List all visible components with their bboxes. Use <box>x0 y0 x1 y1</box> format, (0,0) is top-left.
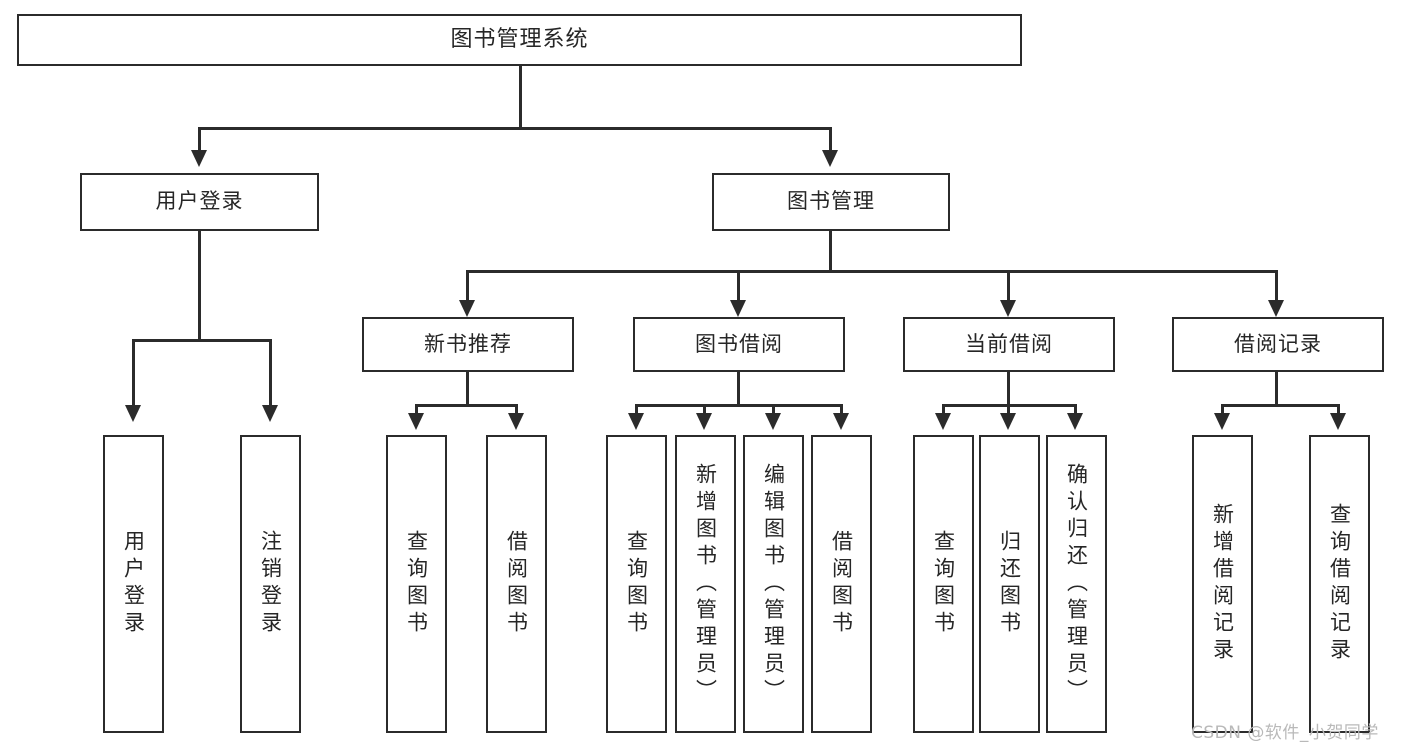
connector-nbr-drop-2 <box>515 404 518 416</box>
connector-cb-stem <box>1007 372 1010 407</box>
connector-bm-drop-2 <box>737 270 740 302</box>
leaf-label: 查询图书 <box>404 530 429 638</box>
arrow-bb-leaf-3 <box>765 413 781 430</box>
leaf-user-login[interactable]: 用户登录 <box>103 435 164 733</box>
arrow-user-login-leaf-2 <box>262 405 278 422</box>
connector-user-login-drop-2 <box>269 339 272 407</box>
leaf-label: 新增图书（管理员） <box>693 462 718 706</box>
leaf-nbr-query-book[interactable]: 查询图书 <box>386 435 447 733</box>
arrow-bb-leaf-2 <box>696 413 712 430</box>
arrow-bm-to-borrow-record <box>1268 300 1284 317</box>
leaf-label: 用户登录 <box>121 530 146 638</box>
connector-bm-drop-4 <box>1275 270 1278 302</box>
node-label: 用户登录 <box>155 189 244 214</box>
leaf-label: 查询借阅记录 <box>1327 503 1352 665</box>
arrow-root-to-user-login <box>191 150 207 167</box>
connector-bm-drop-1 <box>466 270 469 302</box>
leaf-label: 编辑图书（管理员） <box>761 462 786 706</box>
leaf-bb-edit-book-admin[interactable]: 编辑图书（管理员） <box>743 435 804 733</box>
csdn-watermark: CSDN @软件_小贺同学 <box>1191 723 1379 743</box>
arrow-cb-leaf-3 <box>1067 413 1083 430</box>
connector-root-stem <box>519 66 522 129</box>
connector-root-to-book-management <box>829 127 832 152</box>
leaf-label: 注销登录 <box>258 530 283 638</box>
arrow-cb-leaf-2 <box>1000 413 1016 430</box>
node-label: 图书管理系统 <box>450 26 589 52</box>
leaf-cb-confirm-return-admin[interactable]: 确认归还（管理员） <box>1046 435 1107 733</box>
leaf-br-add-record[interactable]: 新增借阅记录 <box>1192 435 1253 733</box>
arrow-bb-leaf-1 <box>628 413 644 430</box>
leaf-label: 归还图书 <box>997 530 1022 638</box>
arrow-user-login-leaf-1 <box>125 405 141 422</box>
connector-user-login-bus <box>132 339 272 342</box>
leaf-label: 查询图书 <box>624 530 649 638</box>
connector-root-bus <box>198 127 832 130</box>
leaf-bb-borrow-book[interactable]: 借阅图书 <box>811 435 872 733</box>
node-label: 新书推荐 <box>424 331 512 356</box>
arrow-br-leaf-2 <box>1330 413 1346 430</box>
leaf-cb-query-book[interactable]: 查询图书 <box>913 435 974 733</box>
node-new-book-recommend[interactable]: 新书推荐 <box>362 317 574 372</box>
node-book-management[interactable]: 图书管理 <box>712 173 950 231</box>
node-book-borrow[interactable]: 图书借阅 <box>633 317 845 372</box>
leaf-br-query-record[interactable]: 查询借阅记录 <box>1309 435 1370 733</box>
node-label: 图书借阅 <box>695 331 783 356</box>
connector-nbr-stem <box>466 372 469 407</box>
leaf-label: 新增借阅记录 <box>1210 503 1235 665</box>
arrow-nbr-leaf-2 <box>508 413 524 430</box>
connector-br-drop-2 <box>1337 404 1340 416</box>
leaf-label: 借阅图书 <box>829 530 854 638</box>
connector-bm-drop-3 <box>1007 270 1010 302</box>
arrow-root-to-book-management <box>822 150 838 167</box>
arrow-nbr-leaf-1 <box>408 413 424 430</box>
connector-book-management-stem <box>829 231 832 273</box>
node-root-book-management-system[interactable]: 图书管理系统 <box>17 14 1022 66</box>
connector-br-stem <box>1275 372 1278 407</box>
connector-bb-stem <box>737 372 740 407</box>
arrow-bm-to-current-borrow <box>1000 300 1016 317</box>
connector-book-management-bus <box>466 270 1278 273</box>
arrow-br-leaf-1 <box>1214 413 1230 430</box>
node-label: 图书管理 <box>787 189 875 214</box>
connector-br-bus <box>1221 404 1340 407</box>
node-label: 当前借阅 <box>965 331 1053 356</box>
node-current-borrow[interactable]: 当前借阅 <box>903 317 1115 372</box>
connector-nbr-bus <box>415 404 518 407</box>
node-borrow-record[interactable]: 借阅记录 <box>1172 317 1384 372</box>
connector-bb-drop-3 <box>772 404 775 416</box>
connector-cb-drop-1 <box>942 404 945 416</box>
arrow-bb-leaf-4 <box>833 413 849 430</box>
leaf-logout[interactable]: 注销登录 <box>240 435 301 733</box>
connector-user-login-drop-1 <box>132 339 135 407</box>
leaf-cb-return-book[interactable]: 归还图书 <box>979 435 1040 733</box>
leaf-label: 确认归还（管理员） <box>1064 462 1089 706</box>
connector-cb-drop-2 <box>1007 404 1010 416</box>
leaf-bb-query-book[interactable]: 查询图书 <box>606 435 667 733</box>
arrow-bm-to-book-borrow <box>730 300 746 317</box>
node-user-login[interactable]: 用户登录 <box>80 173 319 231</box>
connector-nbr-drop-1 <box>415 404 418 416</box>
connector-user-login-stem <box>198 231 201 342</box>
connector-cb-drop-3 <box>1074 404 1077 416</box>
node-label: 借阅记录 <box>1234 331 1322 356</box>
connector-bb-drop-1 <box>635 404 638 416</box>
arrow-cb-leaf-1 <box>935 413 951 430</box>
leaf-label: 借阅图书 <box>504 530 529 638</box>
leaf-bb-add-book-admin[interactable]: 新增图书（管理员） <box>675 435 736 733</box>
arrow-bm-to-new-book-recommend <box>459 300 475 317</box>
connector-br-drop-1 <box>1221 404 1224 416</box>
connector-bb-drop-4 <box>840 404 843 416</box>
leaf-nbr-borrow-book[interactable]: 借阅图书 <box>486 435 547 733</box>
connector-bb-bus <box>635 404 842 407</box>
connector-root-to-user-login <box>198 127 201 152</box>
leaf-label: 查询图书 <box>931 530 956 638</box>
connector-bb-drop-2 <box>703 404 706 416</box>
